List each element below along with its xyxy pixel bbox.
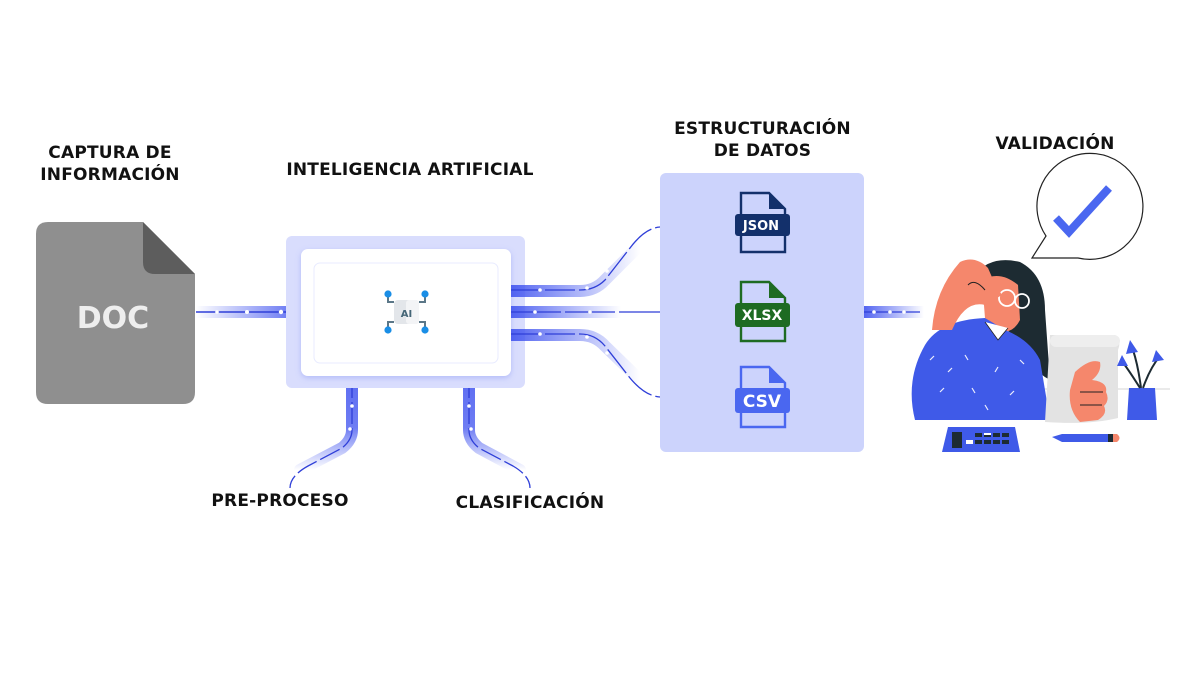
xlsx-label: XLSX <box>742 308 783 324</box>
csv-label: CSV <box>743 392 782 412</box>
connector-preprocess <box>289 370 358 489</box>
json-file-icon: JSON <box>735 191 790 254</box>
connector-structuring-validation <box>864 306 924 318</box>
doc-file-icon: DOC <box>36 222 195 404</box>
checkmark-icon <box>1053 185 1112 238</box>
speech-bubble <box>1030 152 1144 260</box>
ai-chip-label: AI <box>401 309 412 320</box>
structuring-title: ESTRUCTURACIÓN DE DATOS <box>640 118 885 162</box>
structuring-title-line2: DE DATOS <box>713 141 812 161</box>
ai-chip-icon: AI <box>384 290 429 334</box>
capture-title-line1: CAPTURA DE <box>48 143 172 163</box>
ai-box: AI <box>286 236 525 388</box>
capture-title: CAPTURA DE INFORMACIÓN <box>30 142 190 186</box>
json-label: JSON <box>742 219 779 234</box>
capture-title-line2: INFORMACIÓN <box>40 165 180 185</box>
structuring-title-line1: ESTRUCTURACIÓN <box>674 119 851 139</box>
connector-ai-structuring <box>511 226 661 398</box>
xlsx-file-icon: XLSX <box>735 280 790 343</box>
preprocess-title: PRE-PROCESO <box>211 491 349 511</box>
woman-reviewing-illustration <box>911 259 1170 452</box>
connector-classification <box>463 370 531 489</box>
doc-label: DOC <box>77 301 149 336</box>
validation-title: VALIDACIÓN <box>995 134 1115 154</box>
connector-doc-ai <box>196 306 300 318</box>
ai-title: INTELIGENCIA ARTIFICIAL <box>286 160 534 180</box>
csv-file-icon: CSV <box>735 365 790 429</box>
classification-title: CLASIFICACIÓN <box>455 493 605 513</box>
